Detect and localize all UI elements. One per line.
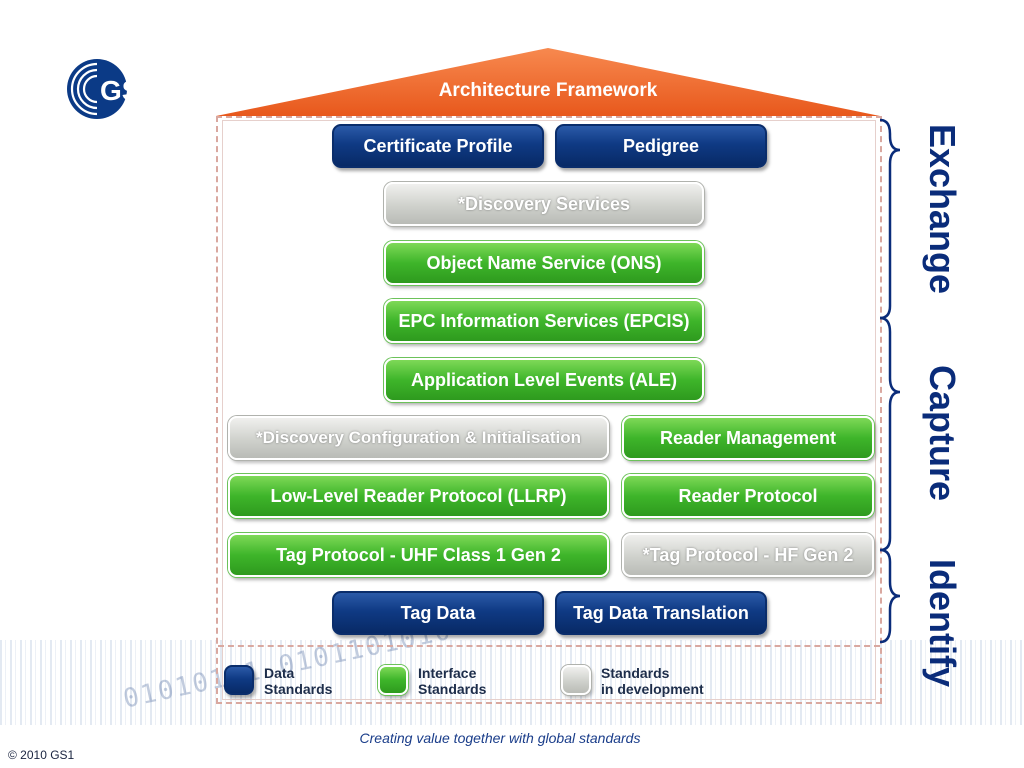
tag-protocol-hf-box: *Tag Protocol - HF Gen 2: [622, 533, 874, 577]
architecture-roof: [216, 48, 880, 116]
tagline: Creating value together with global stan…: [359, 730, 641, 746]
exchange-label: Exchange: [922, 123, 963, 295]
framework-inner-frame: [222, 120, 876, 700]
svg-text:GS1: GS1: [100, 75, 156, 106]
discovery-services-box: *Discovery Services: [384, 182, 704, 226]
pedigree-box: Pedigree: [555, 124, 767, 168]
decorative-barcode-background: [0, 640, 1024, 725]
legend-interface-standards-swatch: [378, 665, 408, 695]
legend-in-development-label: Standards in development: [601, 665, 704, 697]
reader-management-box: Reader Management: [622, 416, 874, 460]
architecture-framework-title: Architecture Framework: [438, 80, 658, 101]
legend-divider: [218, 645, 880, 647]
identify-label: Identify: [922, 558, 963, 687]
ons-box: Object Name Service (ONS): [384, 241, 704, 285]
llrp-box: Low-Level Reader Protocol (LLRP): [228, 474, 609, 518]
copyright: © 2010 GS1: [8, 748, 75, 762]
tag-protocol-uhf-box: Tag Protocol - UHF Class 1 Gen 2: [228, 533, 609, 577]
reader-protocol-box: Reader Protocol: [622, 474, 874, 518]
tag-data-translation-box: Tag Data Translation: [555, 591, 767, 635]
gs1-logo: GS1: [67, 59, 156, 119]
ale-box: Application Level Events (ALE): [384, 358, 704, 402]
discovery-configuration-box: *Discovery Configuration & Initialisatio…: [228, 416, 609, 460]
certificate-profile-box: Certificate Profile: [332, 124, 544, 168]
framework-frame: [216, 116, 882, 704]
epcis-box: EPC Information Services (EPCIS): [384, 299, 704, 343]
layer-brace: [879, 118, 901, 644]
legend-data-standards-label: Data Standards: [264, 665, 333, 697]
legend-interface-standards-label: Interface Standards: [418, 665, 487, 697]
capture-label: Capture: [922, 364, 963, 502]
tag-data-box: Tag Data: [332, 591, 544, 635]
legend-data-standards-swatch: [224, 665, 254, 695]
legend-in-development-swatch: [561, 665, 591, 695]
